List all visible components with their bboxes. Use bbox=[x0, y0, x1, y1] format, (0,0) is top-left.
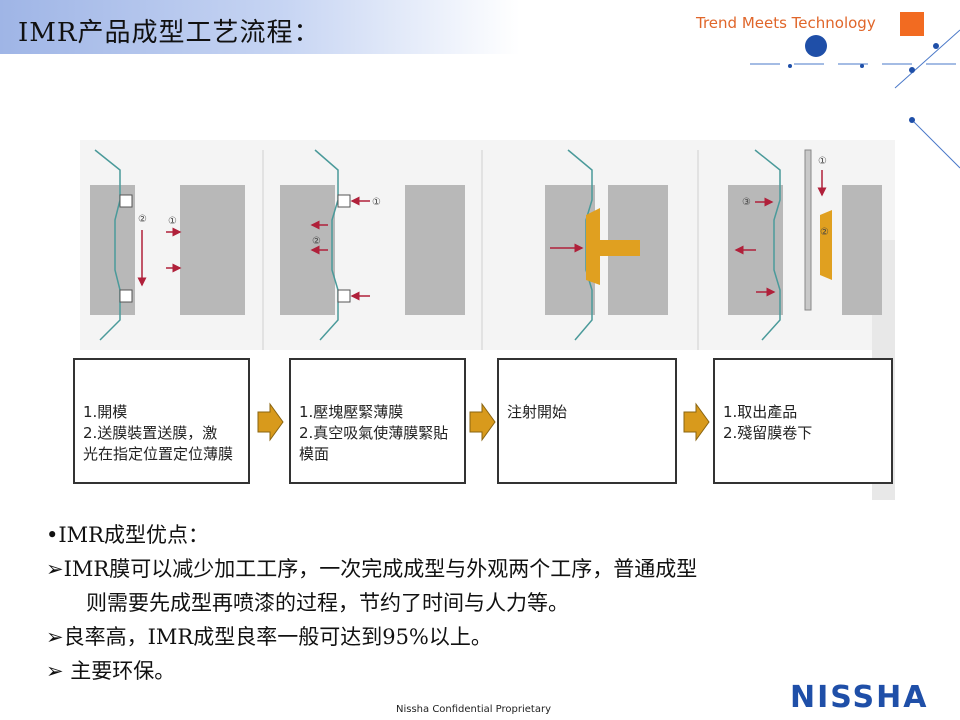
page-title: IMR产品成型工艺流程： bbox=[18, 18, 321, 48]
label-p4-a: ③ bbox=[742, 197, 751, 208]
panel-3-injection bbox=[545, 149, 668, 341]
corner-decoration bbox=[750, 29, 960, 169]
panel-4-eject: ③ ① ② bbox=[728, 149, 882, 341]
footer-confidential: Nissha Confidential Proprietary bbox=[396, 704, 552, 715]
flow-arrow-2 bbox=[469, 402, 496, 442]
label-p4-b: ① bbox=[818, 156, 827, 167]
step-box-4: 1.取出產品 2.殘留膜卷下 bbox=[713, 358, 893, 484]
panel-1-mold-open: ② ① bbox=[90, 149, 245, 341]
advantage-line-1: ➢IMR膜可以减少加工工序，一次完成成型与外观两个工序，普通成型 bbox=[46, 557, 698, 581]
flow-arrow-1 bbox=[257, 402, 284, 442]
advantages-heading: •IMR成型优点： bbox=[46, 523, 209, 547]
label-p1-a: ② bbox=[138, 214, 147, 225]
nissha-logo: NISSHA bbox=[790, 680, 929, 715]
blue-dot-large bbox=[805, 35, 827, 57]
advantage-line-3: ➢ 主要环保。 bbox=[46, 659, 176, 683]
advantages-list: •IMR成型优点： ➢IMR膜可以减少加工工序，一次完成成型与外观两个工序，普通… bbox=[46, 518, 697, 688]
tagline: Trend Meets Technology bbox=[696, 14, 876, 32]
step-box-3: 注射開始 bbox=[497, 358, 677, 484]
flow-arrow-3 bbox=[683, 402, 710, 442]
advantage-line-2: ➢良率高，IMR成型良率一般可达到95%以上。 bbox=[46, 625, 492, 649]
orange-square-decoration bbox=[900, 12, 924, 36]
imr-process-diagram: ② ① ① ② ③ ① ② bbox=[80, 140, 895, 500]
advantage-line-1-cont: 则需要先成型再喷漆的过程，节约了时间与人力等。 bbox=[86, 591, 569, 615]
label-p2-b: ② bbox=[312, 236, 321, 247]
panel-2-clamp-vacuum: ① ② bbox=[280, 149, 465, 341]
step-box-2: 1.壓塊壓緊薄膜 2.真空吸氣使薄膜緊貼 模面 bbox=[289, 358, 466, 484]
title-bar bbox=[0, 0, 520, 54]
label-p4-c: ② bbox=[820, 227, 829, 238]
step-box-1: 1.開模 2.送膜裝置送膜，激 光在指定位置定位薄膜 bbox=[73, 358, 250, 484]
label-p1-b: ① bbox=[168, 216, 177, 227]
label-p2-a: ① bbox=[372, 197, 381, 208]
